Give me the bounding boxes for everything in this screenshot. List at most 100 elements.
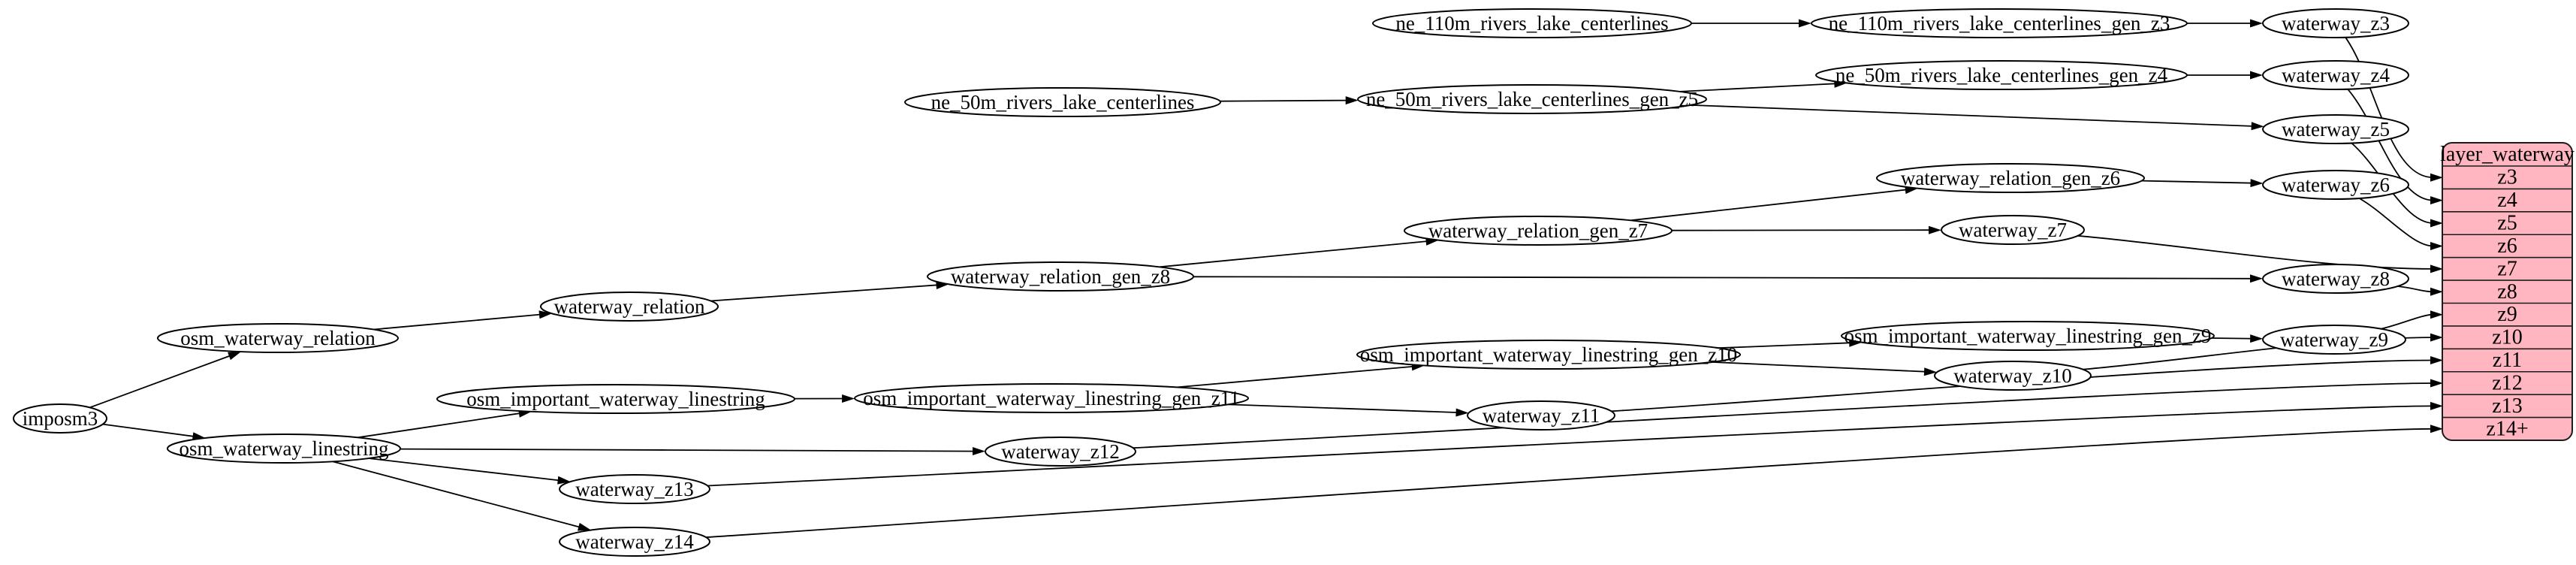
node-ellipse-osm_important_waterway_linestring_gen_z9	[1841, 321, 2215, 351]
node-label-osm_important_waterway_linestring_gen_z10: osm_important_waterway_linestring_gen_z1…	[1360, 343, 1737, 366]
node-label-waterway_z4: waterway_z4	[2282, 64, 2390, 86]
node-ellipse-ne_50m_rivers_lake_centerlines_gen_z5	[1357, 84, 1707, 114]
node-waterway_z6: waterway_z6	[2262, 170, 2409, 200]
arrowhead-waterway_z5-to-z5	[2430, 219, 2443, 228]
table-row-z9: z9	[2497, 303, 2517, 326]
node-ellipse-waterway_z6	[2262, 170, 2409, 200]
arrowhead-ne_50m_rivers_lake_centerlines-to-ne_50m_rivers_lake_centerlines_gen_z5	[1345, 96, 1359, 105]
arrowhead-osm_important_waterway_linestring_gen_z10-to-waterway_z10	[1923, 367, 1938, 376]
node-label-waterway_z10: waterway_z10	[1953, 364, 2071, 387]
node-ellipse-waterway_z3	[2262, 8, 2409, 38]
node-osm_important_waterway_linestring_gen_z9: osm_important_waterway_linestring_gen_z9	[1841, 321, 2215, 351]
edge-waterway_z8-to-z8	[2397, 286, 2434, 293]
node-ellipse-ne_50m_rivers_lake_centerlines_gen_z4	[1815, 60, 2188, 90]
node-label-waterway_z6: waterway_z6	[2282, 174, 2390, 196]
node-ellipse-osm_waterway_relation	[157, 323, 399, 353]
node-waterway_relation_gen_z7: waterway_relation_gen_z7	[1404, 216, 1673, 246]
node-ellipse-waterway_z5	[2262, 114, 2409, 144]
edge-waterway_z14-to-z14plus	[705, 428, 2434, 538]
node-waterway_z9: waterway_z9	[2262, 325, 2406, 355]
table-row-z7: z7	[2497, 257, 2517, 280]
arrowhead-osm_waterway_relation-to-waterway_relation	[538, 310, 552, 319]
node-ellipse-waterway_z14	[559, 527, 710, 557]
node-ellipse-osm_important_waterway_linestring_gen_z10	[1356, 340, 1741, 370]
node-ellipse-waterway_z8	[2262, 264, 2409, 294]
table-title: layer_waterway	[2440, 143, 2574, 166]
node-label-waterway_z8: waterway_z8	[2282, 267, 2390, 290]
node-ellipse-waterway_z12	[985, 437, 1136, 467]
node-ellipse-waterway_relation_gen_z8	[927, 261, 1194, 292]
node-label-waterway_relation_gen_z7: waterway_relation_gen_z7	[1428, 219, 1648, 242]
edge-osm_waterway_relation-to-waterway_relation	[373, 313, 543, 331]
edge-waterway_z12-to-z12	[1133, 382, 2434, 449]
edge-waterway_z9-to-z9	[2381, 313, 2434, 330]
node-label-imposm3: imposm3	[23, 407, 98, 430]
arrowhead-waterway_z11-to-z11	[2430, 356, 2443, 364]
table-row-z8: z8	[2497, 280, 2517, 304]
arrowhead-waterway_z8-to-z8	[2430, 287, 2443, 296]
node-ellipse-waterway_z13	[559, 474, 710, 504]
node-ellipse-osm_waterway_linestring	[167, 434, 401, 464]
node-waterway_z11: waterway_z11	[1467, 400, 1615, 431]
edge-osm_important_waterway_linestring_gen_z9-to-waterway_z9	[2211, 337, 2254, 340]
edge-ne_50m_rivers_lake_centerlines_gen_z5-to-waterway_z5	[1691, 104, 2255, 127]
arrowhead-osm_waterway_linestring-to-waterway_z12	[973, 447, 985, 455]
edge-osm_waterway_linestring-to-osm_important_waterway_linestring	[357, 412, 523, 439]
node-label-ne_50m_rivers_lake_centerlines_gen_z5: ne_50m_rivers_lake_centerlines_gen_z5	[1366, 88, 1698, 110]
table-row-z3: z3	[2497, 166, 2517, 189]
node-ellipse-waterway_z9	[2262, 325, 2406, 355]
edge-imposm3-to-osm_waterway_linestring	[102, 423, 196, 438]
edge-osm_important_waterway_linestring_gen_z10-to-osm_important_waterway_linestring_gen_z9	[1718, 342, 1853, 349]
table-row-z10: z10	[2492, 326, 2522, 349]
edge-osm_important_waterway_linestring_gen_z11-to-waterway_z11	[1228, 403, 1459, 413]
node-waterway_z13: waterway_z13	[559, 474, 710, 504]
arrowhead-osm_important_waterway_linestring_gen_z9-to-waterway_z9	[2250, 334, 2264, 343]
node-label-waterway_relation_gen_z6: waterway_relation_gen_z6	[1901, 167, 2120, 189]
node-waterway_relation: waterway_relation	[540, 292, 719, 322]
node-ne_110m_rivers_lake_centerlines: ne_110m_rivers_lake_centerlines	[1372, 8, 1692, 38]
edge-waterway_relation_gen_z8-to-waterway_z8	[1193, 276, 2254, 279]
node-ellipse-ne_110m_rivers_lake_centerlines_gen_z3	[1811, 8, 2188, 38]
node-ellipse-waterway_relation_gen_z7	[1404, 216, 1673, 246]
node-waterway_z14: waterway_z14	[559, 527, 710, 557]
edge-osm_waterway_linestring-to-waterway_z13	[368, 458, 561, 482]
node-ne_110m_rivers_lake_centerlines_gen_z3: ne_110m_rivers_lake_centerlines_gen_z3	[1811, 8, 2188, 38]
arrowhead-waterway_z9-to-z9	[2430, 310, 2443, 319]
node-layer: imposm3osm_waterway_relationosm_waterway…	[13, 8, 2574, 557]
node-ne_50m_rivers_lake_centerlines_gen_z4: ne_50m_rivers_lake_centerlines_gen_z4	[1815, 60, 2188, 90]
node-ellipse-waterway_z10	[1934, 361, 2092, 391]
table-row-z12: z12	[2492, 371, 2522, 394]
edge-waterway_relation_gen_z7-to-waterway_relation_gen_z6	[1630, 189, 1908, 222]
table-row-z14plus: z14+	[2486, 417, 2528, 440]
node-label-osm_important_waterway_linestring_gen_z11: osm_important_waterway_linestring_gen_z1…	[863, 387, 1239, 409]
node-label-waterway_z9: waterway_z9	[2280, 328, 2388, 351]
node-ellipse-imposm3	[13, 403, 107, 434]
table-row-z11: z11	[2493, 349, 2522, 372]
node-label-ne_110m_rivers_lake_centerlines: ne_110m_rivers_lake_centerlines	[1395, 12, 1668, 35]
node-ellipse-waterway_z11	[1467, 400, 1615, 431]
node-osm_important_waterway_linestring_gen_z11: osm_important_waterway_linestring_gen_z1…	[854, 383, 1249, 413]
node-ne_50m_rivers_lake_centerlines_gen_z5: ne_50m_rivers_lake_centerlines_gen_z5	[1357, 84, 1707, 114]
arrowhead-waterway_relation_gen_z6-to-waterway_z6	[2250, 179, 2264, 188]
arrowhead-waterway_z7-to-z7	[2430, 264, 2443, 273]
arrowhead-waterway_z6-to-z6	[2430, 242, 2443, 250]
edge-waterway_z13-to-z13	[707, 405, 2434, 487]
arrowhead-waterway_z14-to-z14plus	[2430, 425, 2443, 434]
node-label-waterway_z3: waterway_z3	[2282, 12, 2390, 35]
node-label-waterway_relation: waterway_relation	[554, 295, 705, 318]
edge-ne_50m_rivers_lake_centerlines_gen_z5-to-ne_50m_rivers_lake_centerlines_gen_z4	[1679, 83, 1838, 92]
arrowhead-ne_50m_rivers_lake_centerlines_gen_z5-to-waterway_z5	[2251, 122, 2264, 131]
node-waterway_z12: waterway_z12	[985, 437, 1136, 467]
edge-osm_waterway_linestring-to-waterway_z12	[400, 448, 976, 452]
node-ellipse-osm_important_waterway_linestring	[436, 384, 795, 414]
node-label-waterway_relation_gen_z8: waterway_relation_gen_z8	[951, 265, 1170, 288]
node-ellipse-waterway_relation_gen_z6	[1876, 163, 2145, 193]
node-label-osm_waterway_linestring: osm_waterway_linestring	[179, 437, 389, 460]
edge-waterway_relation_gen_z8-to-waterway_relation_gen_z7	[1159, 240, 1429, 268]
node-waterway_relation_gen_z6: waterway_relation_gen_z6	[1876, 163, 2145, 193]
table-outline	[2442, 142, 2573, 441]
edge-osm_important_waterway_linestring_gen_z10-to-waterway_z10	[1712, 361, 1928, 373]
edge-waterway_z6-to-z6	[2359, 198, 2434, 247]
arrowhead-waterway_z3-to-z3	[2430, 173, 2443, 182]
